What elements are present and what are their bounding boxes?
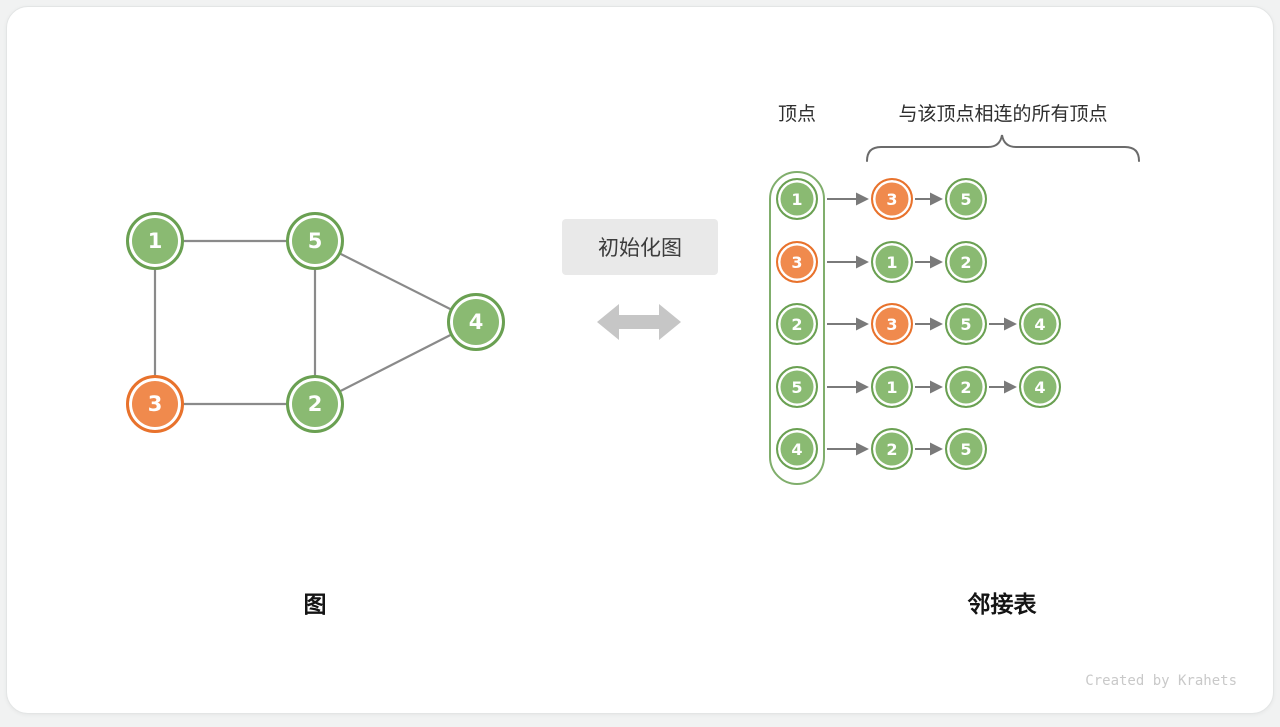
graph-node-3: 3 (126, 375, 184, 433)
adj-node-2-4: 4 (1019, 303, 1061, 345)
adj-node-3-2: 2 (945, 241, 987, 283)
credit-text: Created by Krahets (1085, 673, 1237, 689)
adj-node-5-2: 2 (945, 366, 987, 408)
adj-node-5-4: 4 (1019, 366, 1061, 408)
adj-vertex-4: 4 (776, 428, 818, 470)
adj-node-3-1: 1 (871, 241, 913, 283)
adj-node-1-5: 5 (945, 178, 987, 220)
graph-node-1: 1 (126, 212, 184, 270)
adj-vertex-3: 3 (776, 241, 818, 283)
adj-node-2-3: 3 (871, 303, 913, 345)
init-graph-label: 初始化图 (598, 237, 682, 260)
init-graph-label-box: 初始化图 (562, 219, 718, 275)
neighbor-list-header: 与该顶点相连的所有顶点 (898, 104, 1108, 125)
graph-node-4: 4 (447, 293, 505, 351)
graph-node-5: 5 (286, 212, 344, 270)
double-arrow-icon (597, 304, 681, 340)
adj-vertex-5: 5 (776, 366, 818, 408)
vertex-column-header: 顶点 (777, 104, 816, 125)
graph-caption: 图 (303, 591, 327, 617)
adj-node-5-1: 1 (871, 366, 913, 408)
adj-node-2-5: 5 (945, 303, 987, 345)
vertex-column-outline (769, 171, 825, 485)
overbrace-icon (866, 134, 1140, 162)
adj-node-4-5: 5 (945, 428, 987, 470)
adj-node-4-2: 2 (871, 428, 913, 470)
adjacency-caption: 邻接表 (967, 591, 1037, 617)
graph-node-2: 2 (286, 375, 344, 433)
adj-vertex-1: 1 (776, 178, 818, 220)
adj-vertex-2: 2 (776, 303, 818, 345)
adj-node-1-3: 3 (871, 178, 913, 220)
